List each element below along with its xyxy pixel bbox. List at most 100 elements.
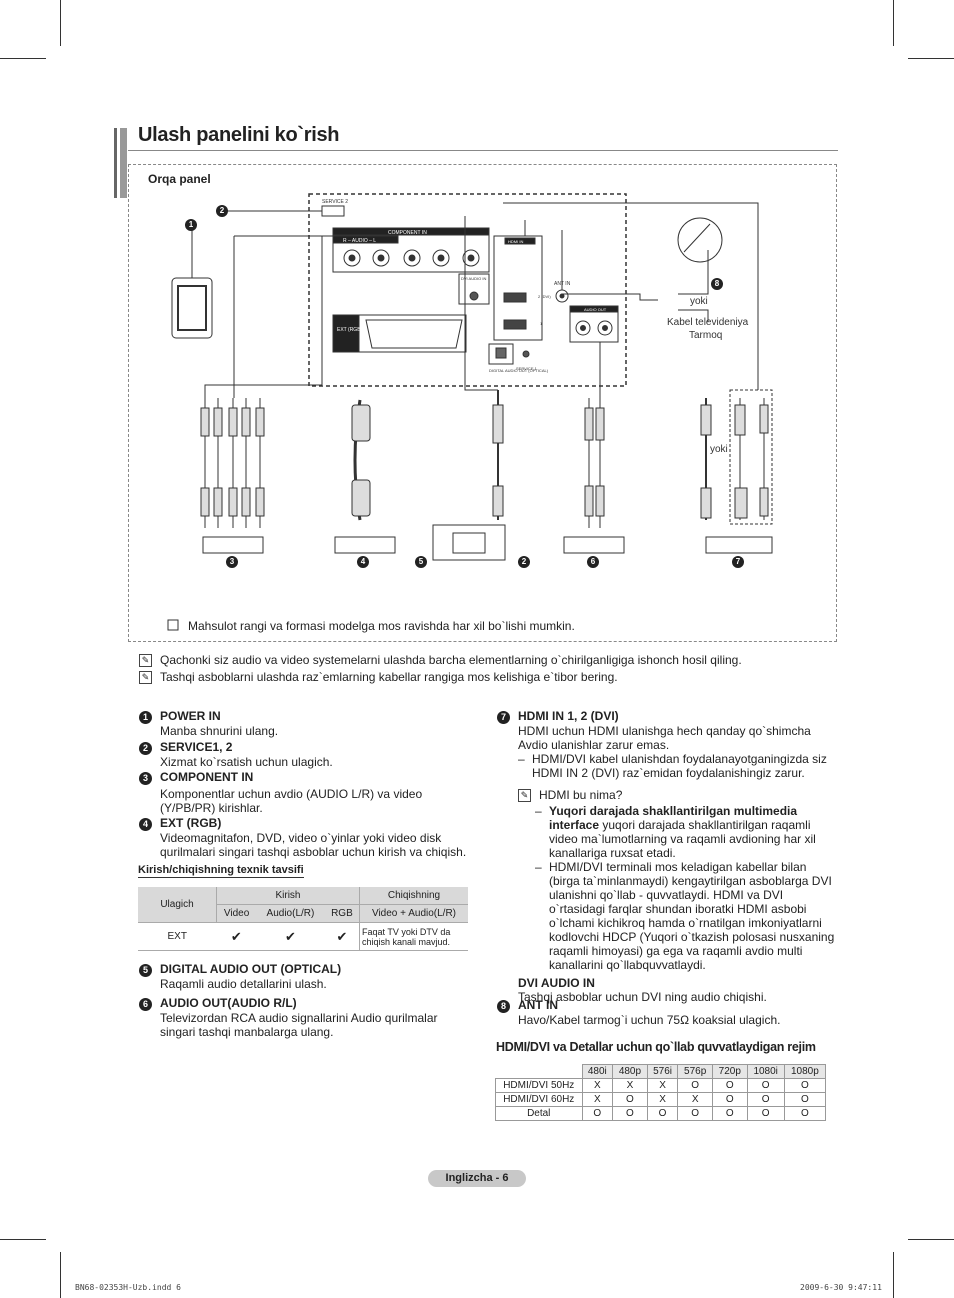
scart-connector [365,319,463,349]
table-cell: O [612,1106,648,1121]
hdmi-label: HDMI IN [508,239,523,244]
io-row-name: EXT [138,922,217,951]
audio-label: R – AUDIO – L [343,238,376,244]
item-number: 2 [139,742,152,755]
settop-device [705,536,773,554]
hdmi-sub-1: –Yuqori darajada shakllantirilgan multim… [535,804,816,861]
component-in-header [332,227,490,236]
table-cell: HDMI/DVI 60Hz [495,1092,583,1107]
print-slug-left: BN68-02353H-Uzb.indd 6 [75,1283,181,1292]
table-cell: O [783,1106,827,1121]
marker-2b: 2 [518,556,530,568]
dvd-device [563,536,625,554]
hdmi-sub-2: –HDMI/DVI terminali mos keladigan kabell… [497,860,837,972]
marker-1: 1 [185,219,197,231]
antenna-icon [677,217,723,263]
item-text: Raqamli audio detallarini ulash. [160,977,327,991]
table-cell: O [746,1092,785,1107]
jack [575,320,591,336]
io-sub-out: Video + Audio(L/R) [359,904,468,923]
note-1-text: Qachonki siz audio va video systemelarni… [160,653,742,667]
service1-port [522,350,530,358]
table-row: HDMI/DVI 50Hz X X X O O O O [495,1078,827,1093]
optical-port [495,347,507,359]
mode-table: 480i 480p 576i 576p 720p 1080i 1080p HDM… [495,1064,827,1121]
table-cell: X [581,1078,614,1093]
io-spec-table: Ulagich Kirish Chiqishning Video Audio(L… [138,887,468,951]
service1-label: SERVICE 1 [516,366,538,371]
io-row-out: Faqat TV yoki DTV da chiqish kanali mavj… [359,922,468,951]
crop-mark [0,1239,46,1240]
dvi-audio-in-block [458,273,490,305]
hdmi-sub-1-text: yuqori darajada shakllantirilgan raqamli… [549,818,816,861]
jack [597,320,613,336]
table-cell: X [646,1092,679,1107]
hdmi-port-1 [503,319,527,330]
item-title: EXT (RGB) [160,816,222,830]
item-number: 7 [497,711,510,724]
audio-header [332,235,399,244]
table-cell: X [581,1092,614,1107]
note-1: ✎ Qachonki siz audio va video systemelarn… [139,653,742,668]
hdmi-header [504,237,536,245]
item-text: Manba shnurini ulang. [160,724,279,738]
item-number: 4 [139,818,152,831]
vcr-device [334,536,396,554]
yoki-label: yoki [690,296,708,307]
table-cell: O [612,1092,648,1107]
crop-mark [908,58,954,59]
hdmi-block [493,235,543,341]
io-row-video: ✔ [216,922,257,951]
item-number: 8 [497,1000,510,1013]
crop-mark [893,1252,894,1298]
component-cables [200,398,265,528]
mode-header-cell: 1080i [746,1064,785,1079]
hdmi-note: ✎HDMI bu nima? [497,788,837,803]
dvi-audio-text: Tashqi asboblar uchun DVI ning audio chi… [518,990,767,1005]
service2-port [321,205,345,217]
item-title: POWER IN [160,709,221,723]
hdmi-port-2 [503,292,527,303]
hdmi-note-text: HDMI bu nima? [539,788,623,802]
item-text: Komponentlar uchun avdio (AUDIO L/R) va … [160,787,423,815]
table-cell: O [711,1092,748,1107]
io-sub-video: Video [216,904,257,923]
hdmi-sub-1-bold: Yuqori darajada shakllantirilgan multime… [549,804,798,833]
mode-table-title: HDMI/DVI va Detallar uchun qo`llab quvva… [496,1040,816,1054]
digital-audio-out-label: DIGITAL AUDIO OUT (OPTICAL) [489,368,549,373]
hdmi-2-label: 2 (DVI) [538,294,551,299]
table-cell: O [746,1078,785,1093]
io-head-connector: Ulagich [138,887,217,923]
note-2: ✎Tashqi asboblarni ulashda raz`emlarning… [139,670,618,685]
marker-4: 4 [357,556,369,568]
table-cell: O [581,1106,614,1121]
jack [372,249,390,267]
table-cell: O [711,1078,748,1093]
marker-3: 3 [226,556,238,568]
note-icon: ✎ [139,654,152,668]
crop-mark [0,58,46,59]
network-label: Tarmoq [689,330,723,341]
title-accent-bar [114,128,117,198]
item-number: 5 [139,964,152,977]
dvi-audio-in-label: DVI AUDIO IN [461,276,486,281]
component-in-label: COMPONENT IN [388,230,427,236]
mode-header-cell: 480p [612,1064,648,1079]
item-title: ANT IN [518,998,558,1012]
table-cell: O [746,1106,785,1121]
connection-diagram-panel [128,164,837,642]
mode-header-cell: 576i [646,1064,679,1079]
mode-header-cell: 480i [581,1064,614,1079]
yoki-label-2: yoki [710,444,728,455]
item-power-in: 1 POWER IN Manba shnurini ulang. [139,709,469,738]
jack [469,291,479,301]
table-cell: O [677,1106,713,1121]
item-dash: –HDMI/DVI kabel ulanishdan foydalanayotg… [497,752,837,780]
page-title: Ulash panelini ko`rish [138,124,340,146]
print-slug-right: 2009-6-30 9:47:11 [800,1283,882,1292]
panel-note: Mahsulot rangi va formasi modelga mos ra… [188,619,575,633]
item-number: 1 [139,711,152,724]
